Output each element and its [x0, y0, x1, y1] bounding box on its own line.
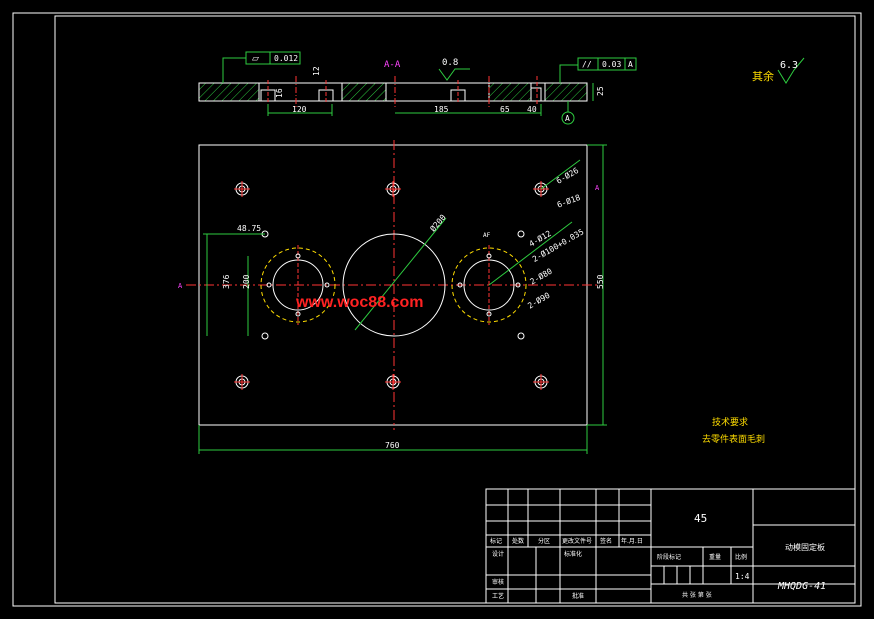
flatness-value: 0.012: [274, 54, 298, 63]
dim-200: 200: [242, 274, 251, 289]
flatness-symbol: ▱: [252, 54, 259, 64]
callout-6-dia18: 6-Ø18: [556, 192, 582, 210]
watermark: www.woc88.com: [295, 294, 423, 311]
svg-text:6.3: 6.3: [780, 60, 798, 71]
tb-approve: 批准: [572, 592, 584, 600]
flatness-tolerance-frame: ▱ 0.012: [222, 51, 301, 83]
tb-scale-label: 比例: [735, 553, 747, 561]
tech-req-line1: 去零件表面毛刺: [702, 433, 765, 445]
tb-drawing-no: MHQDG-41: [777, 581, 826, 592]
parallel-symbol: //: [582, 60, 592, 69]
callout-6-dia26: 6-Ø26: [554, 165, 580, 186]
dim-185: 185: [434, 105, 449, 114]
tb-material: 45: [694, 512, 707, 525]
title-block: [485, 488, 856, 604]
tb-row-label-5: 年.月.日: [621, 537, 643, 545]
tb-row-label-0: 标记: [490, 537, 502, 545]
outer-frame: [12, 12, 862, 607]
dim-12: 12: [312, 66, 321, 76]
tb-row-label-1: 处数: [512, 537, 524, 545]
inner-frame: [54, 15, 856, 604]
dim-550: 550: [596, 274, 605, 289]
svg-text:其余: 其余: [752, 69, 774, 83]
surface-finish-top: 0.8: [438, 58, 470, 81]
parallel-value: 0.03: [602, 60, 621, 69]
callout-2-dia80: 2-Ø80: [528, 266, 554, 287]
tb-part-name: 动模固定板: [785, 542, 825, 552]
parallel-tolerance-frame: // 0.03 A: [559, 57, 637, 83]
tech-req-title: 技术要求: [712, 416, 748, 428]
tb-sheets: 共 张 第 张: [682, 591, 712, 599]
tb-audit: 审核: [492, 578, 504, 586]
title-block-text: 45 动模固定板 MHQDG-41 1:4 标记 处数 分区 更改文件号 签名 …: [490, 512, 826, 600]
svg-text:A: A: [565, 114, 570, 123]
dim-25: 25: [596, 86, 605, 96]
remaining-surface-finish: 其余 6.3: [752, 57, 805, 84]
view-marker-af: AF: [483, 232, 491, 239]
svg-text:0.8: 0.8: [442, 58, 458, 68]
dia-200: Ø200: [428, 212, 448, 233]
parallel-datum: A: [628, 60, 633, 69]
tb-weight: 重量: [709, 553, 721, 561]
dim-760: 760: [385, 441, 400, 450]
dim-40: 40: [527, 105, 537, 114]
callout-2-dia90: 2-Ø90: [526, 290, 552, 311]
section-label: A-A: [384, 60, 401, 70]
tb-row-label-4: 签名: [600, 537, 612, 545]
view-marker-left: A: [178, 282, 183, 290]
datum-symbol: A: [561, 101, 575, 125]
tb-row-label-3: 更改文件号: [562, 537, 592, 545]
tb-process: 工艺: [492, 592, 504, 600]
callout-2-dia100: 2-Ø100+0.035: [530, 226, 585, 264]
section-dimensions: 120 185 65 40 25 12 16: [267, 66, 605, 116]
tb-stage-mark: 阶段标记: [657, 553, 681, 561]
dim-120: 120: [292, 105, 307, 114]
tb-scale: 1:4: [735, 572, 750, 581]
view-marker-right: A: [595, 184, 600, 192]
section-view: [198, 76, 588, 108]
dim-376: 376: [222, 274, 231, 289]
dim-65: 65: [500, 105, 510, 114]
dim-48-75: 48.75: [237, 224, 261, 233]
tb-standard: 标准化: [564, 550, 582, 558]
tb-row-label-2: 分区: [538, 537, 550, 545]
tb-design: 设计: [492, 550, 504, 558]
dim-16: 16: [275, 88, 284, 98]
